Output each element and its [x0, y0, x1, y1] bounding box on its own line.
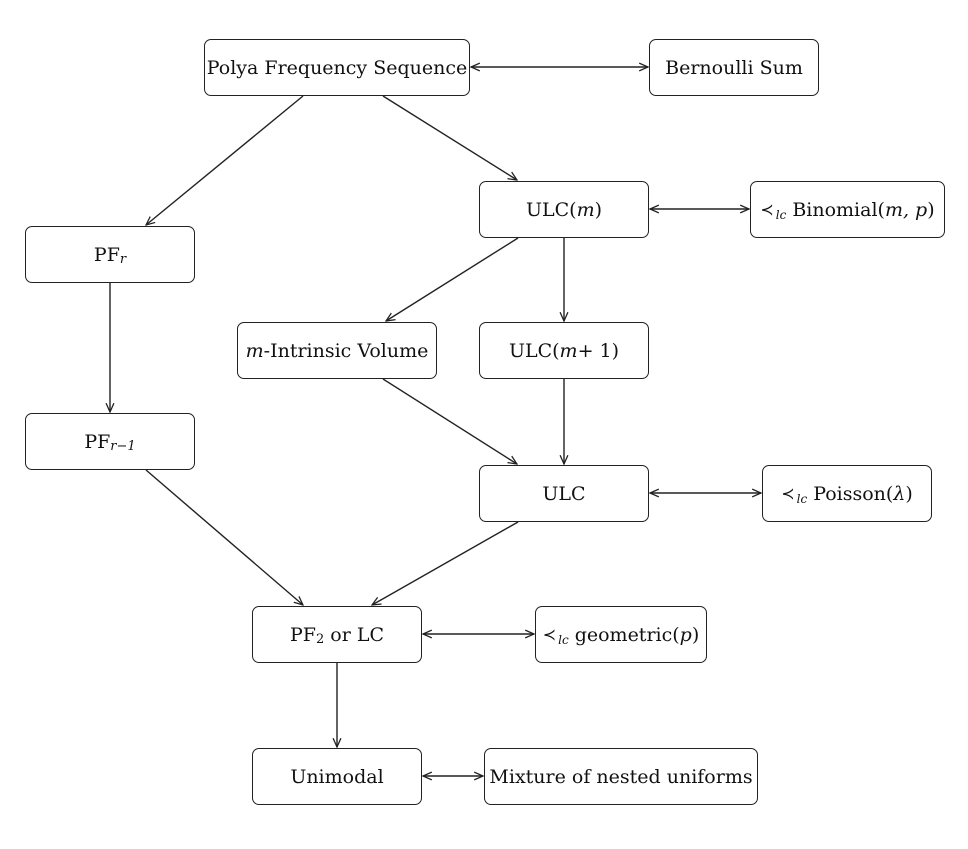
edge-ulc-m-to-m-intrinsic — [386, 237, 519, 321]
precedes-subscript: lc — [796, 491, 808, 506]
node-label-text: Binomial( — [792, 198, 885, 221]
precedes-symbol: ≺ — [760, 200, 774, 219]
node-label-var: m — [576, 198, 595, 221]
node-binomial-lc-order: ≺lc Binomial(m, p) — [750, 181, 945, 238]
node-label: ULC — [542, 482, 586, 505]
edge-ulc-to-pf2 — [372, 521, 519, 605]
node-label-base: PF — [289, 623, 316, 646]
node-label-close: ) — [691, 623, 700, 646]
node-geometric-lc-order: ≺lc geometric(p) — [535, 606, 707, 663]
node-label-subscript: r — [119, 252, 127, 267]
node-label: Mixture of nested uniforms — [489, 765, 753, 788]
node-unimodal: Unimodal — [252, 748, 422, 805]
node-polya-frequency-sequence: Polya Frequency Sequence — [204, 39, 470, 96]
node-label: Bernoulli Sum — [665, 56, 803, 79]
node-label-var: m — [245, 339, 264, 362]
node-label-subscript: 2 — [315, 632, 325, 647]
node-label: Unimodal — [290, 765, 384, 788]
node-poisson-lc-order: ≺lc Poisson(λ) — [762, 465, 932, 522]
node-mixture-of-nested-uniforms: Mixture of nested uniforms — [484, 748, 758, 805]
node-label-var: p — [679, 623, 692, 646]
edge-pf-r1-to-pf2 — [145, 469, 303, 605]
node-label-close: ) — [594, 198, 603, 221]
node-ulc-m: ULC(m) — [479, 181, 649, 238]
node-label-base: PF — [93, 243, 120, 266]
node-label-close: ) — [905, 482, 913, 505]
node-bernoulli-sum: Bernoulli Sum — [649, 39, 819, 96]
node-label-text: geometric( — [574, 623, 680, 646]
node-label-rest: + 1) — [577, 339, 620, 362]
edge-m-intrinsic-to-ulc — [382, 378, 517, 464]
node-label-close: ) — [927, 198, 935, 221]
precedes-subscript: lc — [558, 632, 569, 647]
node-ulc: ULC — [479, 465, 649, 522]
node-label-vars: m, p — [884, 198, 928, 221]
edge-polya-to-ulc-m — [382, 95, 517, 180]
node-label-base: PF — [84, 430, 111, 453]
edge-polya-to-pf-r — [146, 95, 304, 225]
node-label-text: Poisson( — [813, 482, 894, 505]
node-label-var: m — [559, 339, 578, 362]
node-label-text: -Intrinsic Volume — [263, 339, 429, 362]
node-label-subscript: r−1 — [110, 439, 136, 454]
node-label-base: ULC( — [525, 198, 577, 221]
node-ulc-m-plus-1: ULC(m + 1) — [479, 322, 649, 379]
node-label: Polya Frequency Sequence — [206, 56, 468, 79]
precedes-symbol: ≺ — [542, 625, 557, 644]
node-m-intrinsic-volume: m-Intrinsic Volume — [237, 322, 437, 379]
node-label-var: λ — [893, 482, 906, 505]
precedes-symbol: ≺ — [781, 484, 795, 503]
node-label-base: ULC( — [508, 339, 560, 362]
precedes-subscript: lc — [775, 207, 787, 222]
node-label-rest: or LC — [324, 623, 384, 646]
